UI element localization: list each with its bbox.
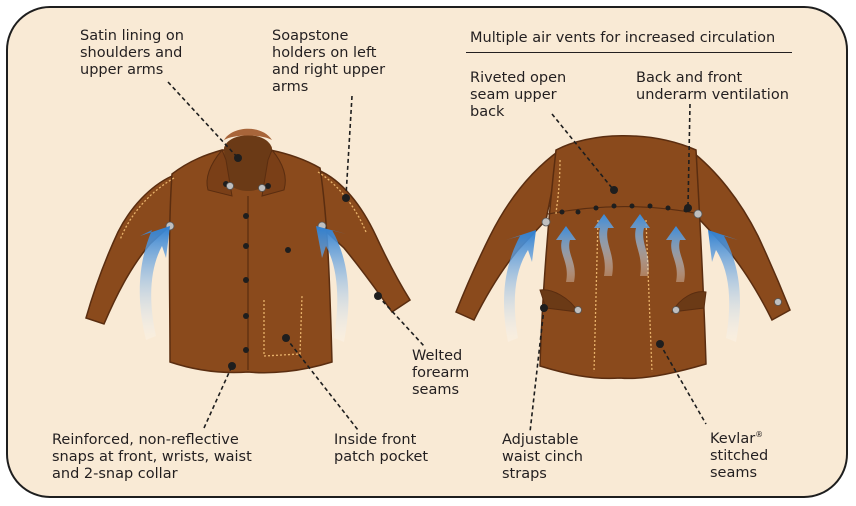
callout-cinch-straps: Adjustable waist cinch straps xyxy=(502,432,583,483)
callout-underarm-ventilation: Back and front underarm ventilation xyxy=(636,70,789,104)
front-jacket xyxy=(86,129,410,373)
vents-heading-rule xyxy=(466,52,792,53)
callout-welted-seams: Welted forearm seams xyxy=(412,348,469,399)
kevlar-name: Kevlar xyxy=(710,431,755,447)
kevlar-rest: stitched seams xyxy=(710,448,768,481)
back-jacket xyxy=(456,136,790,379)
callout-kevlar-seams: Kevlar® stitched seams xyxy=(710,426,768,482)
callout-riveted-seam: Riveted open seam upper back xyxy=(470,70,566,121)
callout-patch-pocket: Inside front patch pocket xyxy=(334,432,428,466)
front-left-sleeve xyxy=(86,176,174,324)
callout-soapstone-holders: Soapstone holders on left and right uppe… xyxy=(272,28,385,96)
vents-heading: Multiple air vents for increased circula… xyxy=(470,30,775,46)
registered-mark: ® xyxy=(755,430,763,439)
callout-satin-lining: Satin lining on shoulders and upper arms xyxy=(80,28,184,79)
callout-snaps: Reinforced, non-reflective snaps at fron… xyxy=(52,432,252,483)
